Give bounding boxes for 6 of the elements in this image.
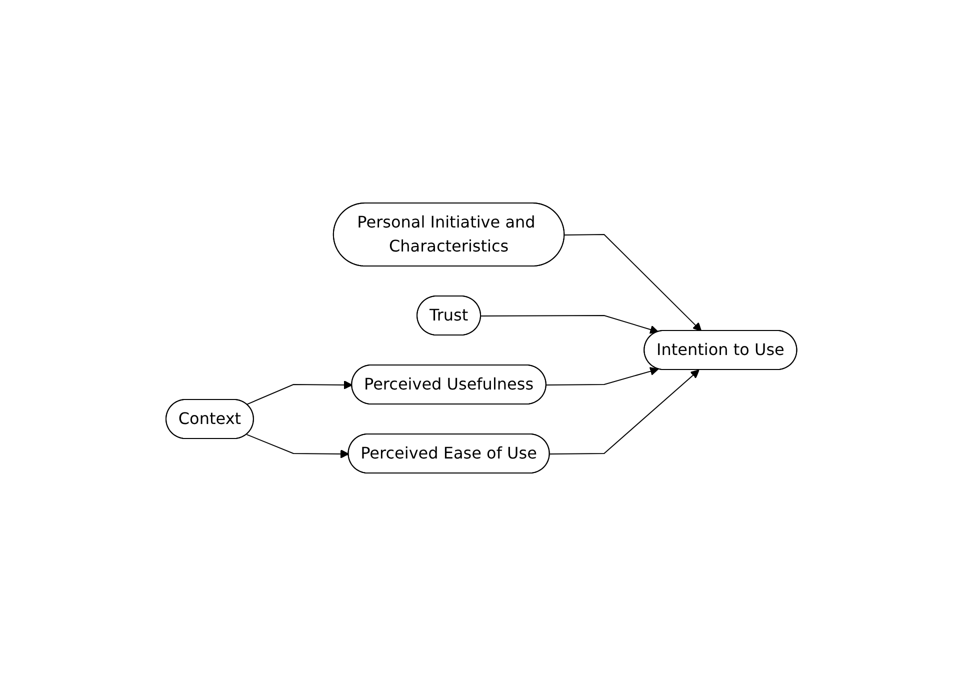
arrow [480,314,658,334]
arrow [546,366,658,385]
arrow [564,234,702,331]
arrow [548,369,700,454]
arrow [246,380,352,404]
arrow [246,434,349,458]
